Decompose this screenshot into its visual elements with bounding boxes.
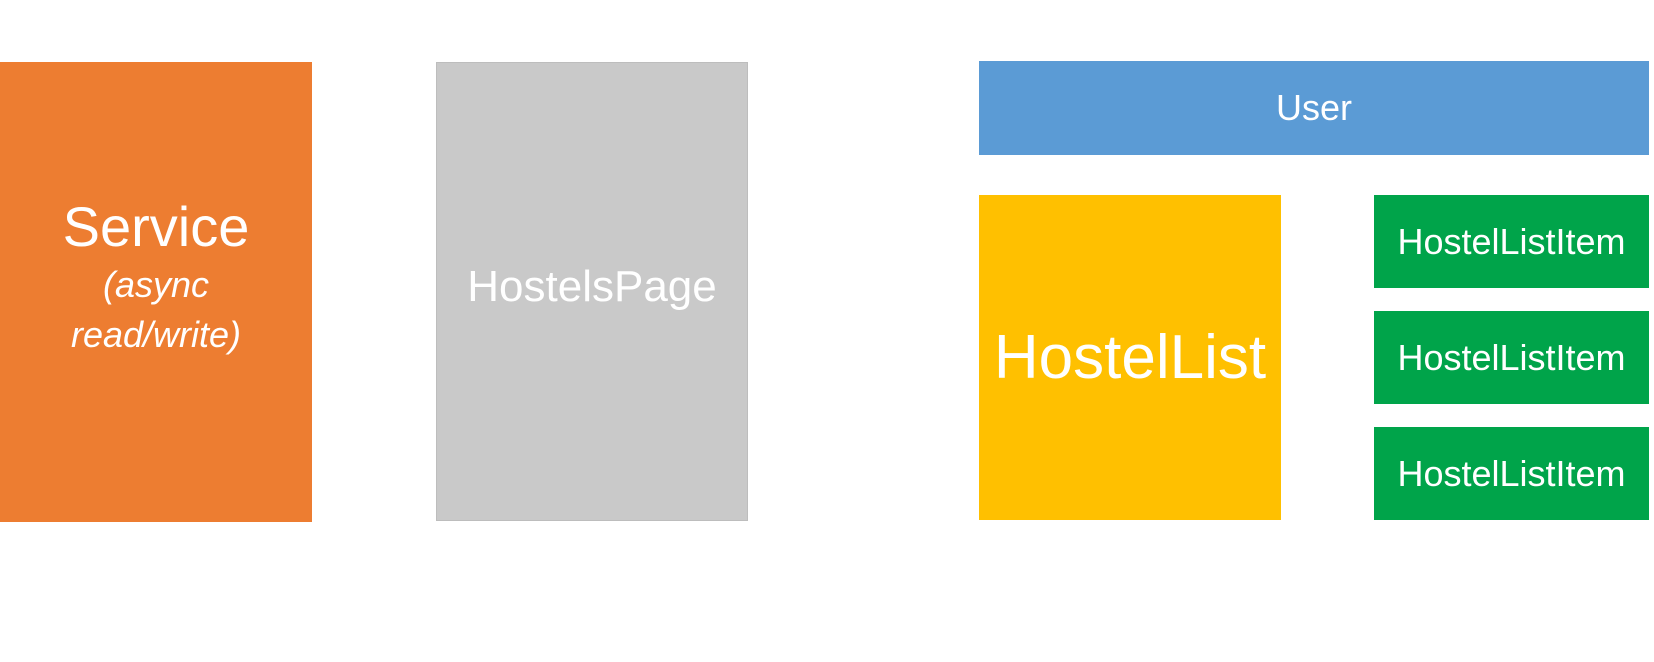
hostel-list-item-label: HostelListItem bbox=[1397, 336, 1626, 378]
hostel-list-label: HostelList bbox=[993, 323, 1267, 392]
hostel-list-item-label: HostelListItem bbox=[1397, 452, 1626, 494]
hostel-list-item-box: HostelListItem bbox=[1374, 195, 1649, 288]
service-subtitle: (async read/write) bbox=[70, 264, 242, 355]
user-box: User bbox=[979, 61, 1649, 155]
service-title: Service bbox=[62, 195, 250, 258]
hostels-page-box: HostelsPage bbox=[436, 62, 748, 521]
hostel-list-item-box: HostelListItem bbox=[1374, 427, 1649, 520]
hostel-list-item-box: HostelListItem bbox=[1374, 311, 1649, 404]
hostels-page-label: HostelsPage bbox=[467, 261, 717, 311]
service-box: Service (async read/write) bbox=[0, 62, 312, 522]
hostel-list-item-label: HostelListItem bbox=[1397, 220, 1626, 262]
user-label: User bbox=[1275, 87, 1352, 128]
hostel-list-box: HostelList bbox=[979, 195, 1281, 520]
